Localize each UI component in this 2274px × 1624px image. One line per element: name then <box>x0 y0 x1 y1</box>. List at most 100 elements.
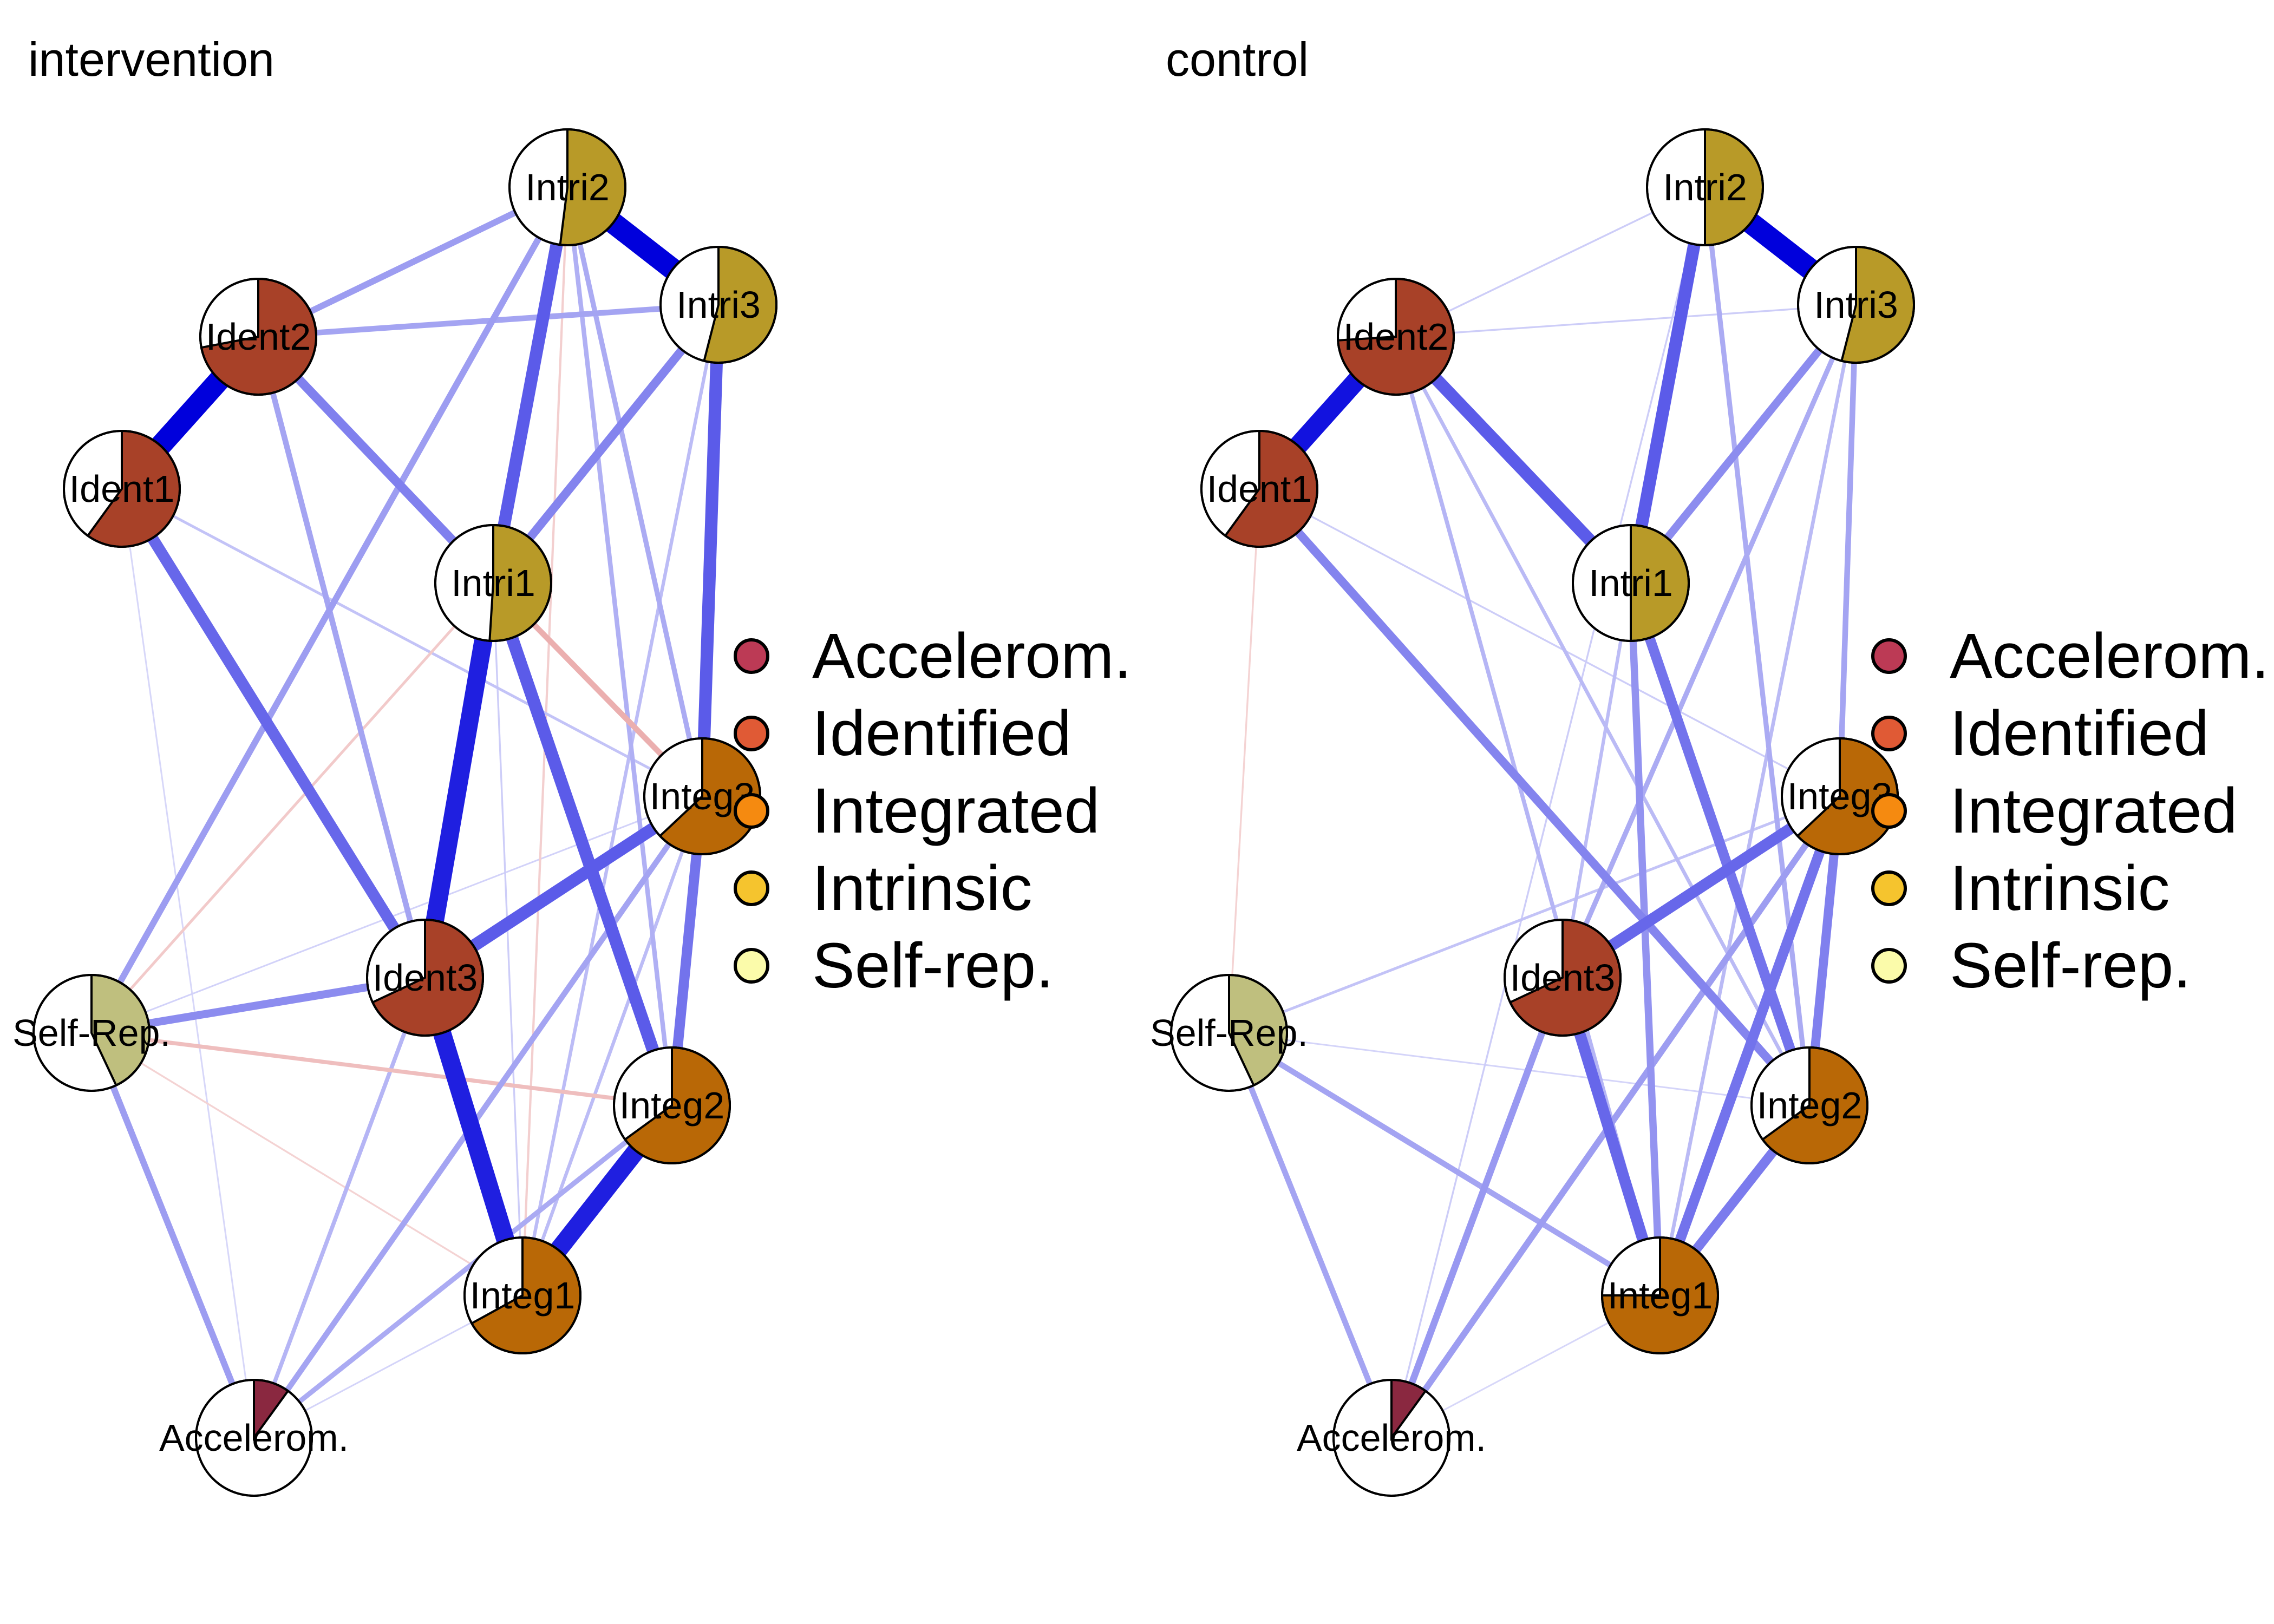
node-Integ2: Integ2 <box>1750 1046 1868 1164</box>
edge-Ident2-Intri3 <box>1395 304 1857 338</box>
edge-SelfRep-Accelerom <box>1226 1032 1394 1439</box>
legend-label: Self-rep. <box>1950 930 2191 1001</box>
edge-Ident1-Integ3 <box>1259 488 1840 797</box>
node-label: Integ1 <box>1608 1274 1713 1317</box>
node-label: Integ1 <box>470 1274 576 1317</box>
node-label: Self-Rep. <box>12 1012 171 1054</box>
node-label: Intri2 <box>525 166 610 208</box>
edge-Accelerom-Ident3 <box>1388 976 1566 1439</box>
legend-label: Self-rep. <box>812 930 1054 1001</box>
legend: Accelerom.IdentifiedIntegratedIntrinsicS… <box>734 620 1132 1001</box>
edge-Integ3-Integ1 <box>521 795 704 1296</box>
edge-layer <box>88 179 726 1440</box>
node-label: Intri1 <box>451 562 535 604</box>
node-label: Accelerom. <box>1297 1417 1486 1459</box>
node-border <box>1504 919 1622 1037</box>
node-Ident2: Ident2 <box>199 277 317 396</box>
node-label: Ident1 <box>69 468 175 510</box>
node-border <box>1646 128 1764 246</box>
panel-title: control <box>1166 32 1309 86</box>
node-label: Ident3 <box>1510 957 1616 999</box>
legend-label: Integrated <box>812 775 1100 847</box>
edge-Accelerom-Ident3 <box>252 977 427 1439</box>
node-label: Intri2 <box>1663 166 1747 208</box>
node-border <box>1572 524 1690 642</box>
node-Ident2: Ident2 <box>1337 277 1455 396</box>
legend-swatch <box>734 948 769 984</box>
node-border <box>1332 1379 1450 1497</box>
node-label: Ident1 <box>1207 468 1312 510</box>
legend-swatch <box>1871 793 1907 829</box>
node-border <box>1337 278 1455 396</box>
node-label: Accelerom. <box>159 1417 349 1459</box>
legend-swatch <box>1871 716 1907 751</box>
edge-Intri1-Integ2 <box>487 581 678 1108</box>
node-layer: Intri2Intri3Ident2Ident1Intri1Integ3Iden… <box>12 128 777 1497</box>
edge-Ident2-Integ2 <box>1394 336 1811 1106</box>
edge-Intri3-Integ1 <box>520 304 721 1296</box>
legend-swatch <box>734 870 769 906</box>
edge-SelfRep-Integ2 <box>1229 1032 1810 1106</box>
edge-Intri3-Integ3 <box>1837 304 1859 797</box>
node-Accelerom: Accelerom. <box>159 1378 349 1497</box>
edge-Intri1-Ident3 <box>416 581 502 979</box>
edge-Ident1-Integ2 <box>1256 486 1813 1109</box>
node-border <box>199 278 317 396</box>
edge-Ident2-Intri3 <box>258 302 719 340</box>
edge-Intri2-Intri1 <box>487 186 574 585</box>
edge-Ident1-Ident3 <box>117 486 430 981</box>
node-border <box>32 974 151 1092</box>
edge-Integ1-Integ3 <box>1655 794 1845 1298</box>
legend-swatch <box>734 716 769 751</box>
node-label: Self-Rep. <box>1150 1012 1308 1054</box>
node-SelfRep: Self-Rep. <box>12 973 171 1092</box>
node-Ident3: Ident3 <box>366 918 484 1037</box>
edge-Intri3-Ident3 <box>1560 304 1859 979</box>
node-Integ2: Integ2 <box>613 1046 731 1164</box>
node-border <box>463 1236 581 1354</box>
node-border <box>508 128 626 246</box>
node-border <box>434 524 552 642</box>
legend-swatch <box>1871 948 1907 984</box>
edge-SelfRep-Integ1 <box>1227 1030 1662 1298</box>
edge-Intri2-SelfRep <box>88 186 571 1034</box>
node-Ident1: Ident1 <box>1200 429 1318 548</box>
edge-Intri2-Intri1 <box>1624 186 1711 585</box>
node-border <box>1750 1046 1868 1164</box>
edge-Ident1-SelfRep <box>1228 488 1260 1033</box>
node-border <box>659 246 777 364</box>
node-border <box>195 1379 313 1497</box>
edge-SelfRep-Intri1 <box>90 582 494 1034</box>
edge-Intri2-Integ2 <box>1702 187 1812 1106</box>
legend-swatch <box>1871 638 1907 674</box>
node-label: Integ2 <box>1757 1084 1863 1127</box>
legend-label: Intrinsic <box>812 853 1033 924</box>
edge-Intri3-Intri1 <box>1628 302 1859 586</box>
node-label: Intri3 <box>1814 284 1898 326</box>
node-Accelerom: Accelerom. <box>1297 1378 1486 1497</box>
legend-label: Accelerom. <box>812 620 1132 692</box>
node-border <box>1601 1236 1719 1354</box>
edge-Intri1-Integ1 <box>492 582 524 1296</box>
legend-swatch <box>734 793 769 829</box>
node-label: Ident3 <box>373 957 478 999</box>
edge-Intri1-Ident3 <box>1560 582 1633 978</box>
edge-Intri3-Intri1 <box>489 302 722 586</box>
node-label: Ident2 <box>1343 316 1449 358</box>
edge-SelfRep-Integ1 <box>91 1032 523 1296</box>
legend-label: Integrated <box>1950 775 2237 847</box>
legend-label: Intrinsic <box>1950 853 2170 924</box>
node-label: Ident2 <box>206 316 311 358</box>
node-Intri1: Intri1 <box>434 523 552 642</box>
edge-Intri1-Integ2 <box>1626 581 1814 1108</box>
node-Ident3: Ident3 <box>1504 918 1622 1037</box>
edge-Ident1-Integ3 <box>121 487 703 798</box>
node-border <box>1170 974 1288 1092</box>
node-border <box>1797 246 1915 364</box>
node-label: Intri1 <box>1589 562 1673 604</box>
edge-Intri3-Integ3 <box>696 304 725 797</box>
legend-label: Identified <box>1950 698 2209 769</box>
node-Integ1: Integ1 <box>463 1236 581 1354</box>
node-Intri2: Intri2 <box>1646 128 1764 247</box>
